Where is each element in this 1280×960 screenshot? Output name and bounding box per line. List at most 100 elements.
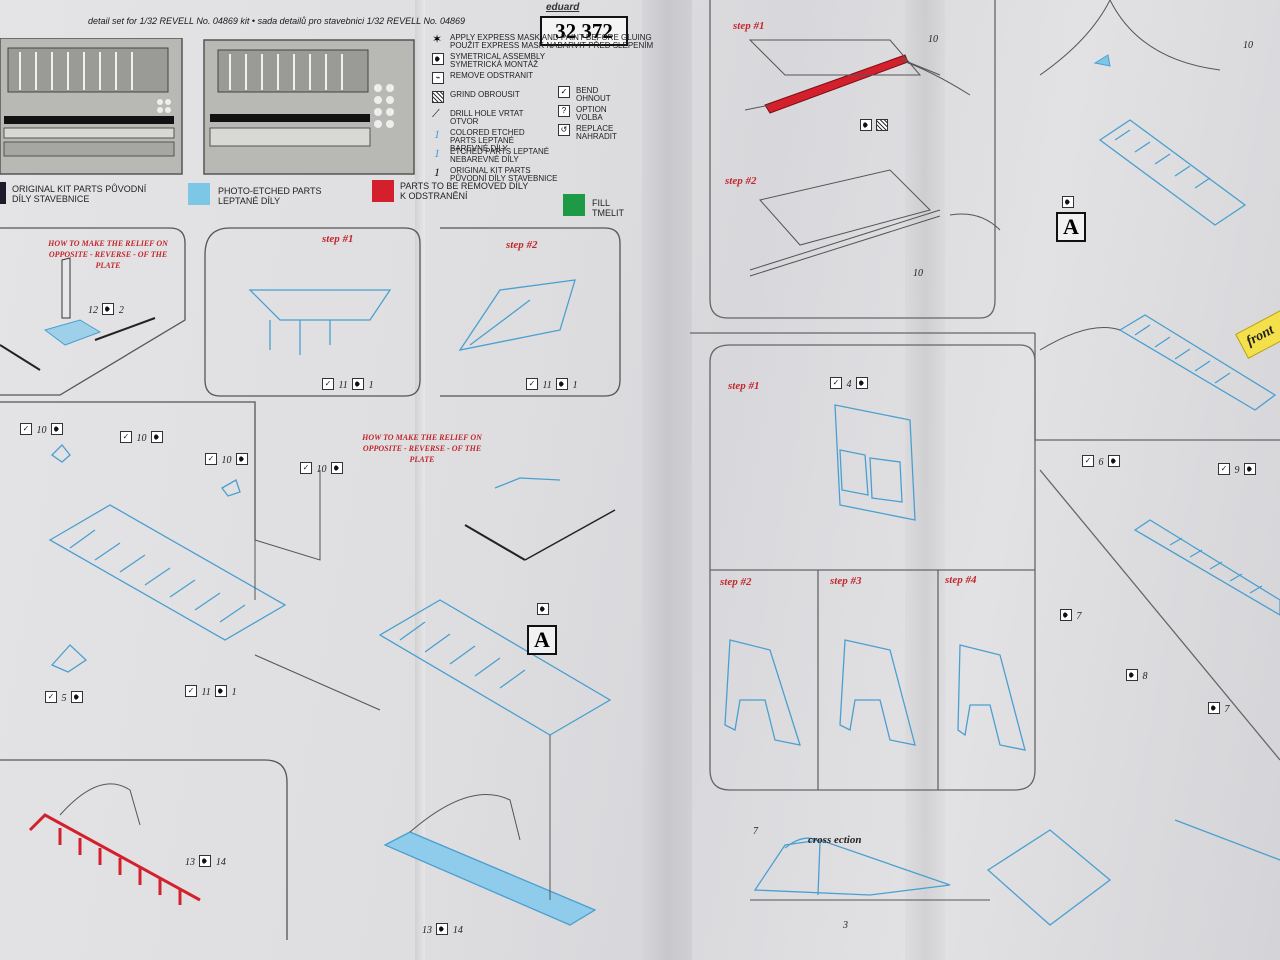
relief-note-right: HOW TO MAKE THE RELIEF ON OPPOSITE - REV… [362,433,482,464]
step4-label-mid: step #4 [945,574,977,586]
symmetry-icon [432,53,444,65]
callout-8: 8 [1126,666,1147,684]
callout-3: 3 [843,920,848,931]
step1-label-mid: step #1 [728,380,760,392]
step1-label-top: step #1 [733,20,765,32]
callout-10-top-c: 10 [913,268,923,279]
callout-9: ✓ 9 [1218,460,1256,478]
bend-icon: ✓ [205,452,217,465]
legend-row: ?OPTION VOLBA [558,105,638,124]
color-swatch-etched [188,183,210,205]
step2-label-mid: step #2 [720,576,752,588]
brand-logo: eduard [546,2,580,13]
callout-number: 14 [452,925,463,936]
callout-11-1-b: ✓ 11 1 [526,375,578,393]
marker-a-left: A [527,625,557,655]
symmetry-icon [330,461,343,474]
color-legend-etched: PHOTO-ETCHED PARTS LEPTANÉ DÍLY [218,186,322,206]
legend-text: REPLACE NAHRADIT [576,124,617,141]
legend-row: SYMETRICAL ASSEMBLY SYMETRICKÁ MONTÁŽ [432,51,557,70]
symmetry-icon [1107,454,1120,467]
callout-number: 8 [1142,671,1148,682]
set-number: 32 372 [555,19,613,43]
header-subtitle: detail set for 1/32 REVELL No. 04869 kit… [88,16,466,26]
symmetry-icon [1208,701,1220,714]
marker-a-right: A [1056,212,1086,242]
symmetry-icon [70,690,83,703]
callout-number: 13 [185,857,195,868]
set-number-box: 32 372 [540,16,628,46]
cross-section-label: cross ection [808,834,862,846]
callout-number: 7 [1076,611,1082,622]
symmetry-icon [537,603,549,615]
callout-number: 11 [338,380,348,391]
bend-icon: ✓ [120,430,132,443]
kit-part-icon: 1 [434,165,440,179]
callout-number: 2 [118,305,124,316]
legend-row: GRIND OBROUSIT [432,89,557,108]
paper-fold-shadow [415,0,425,960]
remove-icon: ⌁ [432,72,444,84]
callout-13-14-b: 13 14 [422,920,463,938]
bend-icon: ✓ [830,376,842,389]
callout-number: 9 [1234,465,1240,476]
color-legend-fill: FILL TMELIT [592,198,625,218]
symmetry-icon [235,452,248,465]
step2-label-top: step #2 [725,175,757,187]
callout-7-b: 7 [1208,699,1229,717]
legend-text: ORIGINAL KIT PARTS PŮVODNÍ DÍLY STAVEBNI… [450,166,558,183]
legend-text: BEND OHNOUT [576,86,611,103]
grind-icon [432,91,444,103]
callout-number: 10 [316,464,327,475]
callout-7-a: 7 [1060,606,1081,624]
legend-text: APPLY EXPRESS MASK AND PAINT BEFORE GLUI… [450,33,654,50]
grind-icon [876,118,889,131]
callout-number: 11 [542,380,552,391]
callout-7-c: 7 [753,826,758,837]
callout-number: 10 [136,433,147,444]
callout-10-a: ✓ 10 [20,420,63,438]
bend-icon: ✓ [558,86,570,98]
callout-number: 1 [231,687,237,698]
legend-row: 1 ORIGINAL KIT PARTS PŮVODNÍ DÍLY STAVEBN… [432,165,557,184]
symmetry-icon [556,377,569,390]
bend-icon: ✓ [526,377,538,390]
bend-icon: ✓ [45,690,57,703]
etched-part-icon: 1 [434,146,440,160]
symmetry-icon [199,854,212,867]
legend-row: ✓ BEND OHNOUT [558,86,638,105]
legend-row: 1 ETCHED PARTS LEPTANÉ NEBAREVNÉ DÍLY [432,146,557,165]
legend-row: ⌁ REMOVE ODSTRANIT [432,70,557,89]
paper-fold-shadow [642,0,692,960]
bend-icon: ✓ [1082,454,1094,467]
step3-label-mid: step #3 [830,575,862,587]
legend-text: REMOVE ODSTRANIT [450,71,534,80]
step2-label-left: step #2 [506,239,538,251]
callout-10-c: ✓ 10 [205,450,248,468]
assembly-diagram-left [0,227,621,940]
fret-image-part2 [203,39,415,175]
bend-icon: ✓ [300,461,312,474]
callout-number: 14 [215,857,226,868]
legend-text: DRILL HOLE VRTAT OTVOR [450,109,524,126]
symmetry-icon [150,430,163,443]
callout-number: 12 [88,305,98,316]
legend-text: SYMETRICAL ASSEMBLY SYMETRICKÁ MONTÁŽ [450,52,545,69]
callout-13-14-a: 13 14 [185,852,226,870]
bend-icon: ✓ [185,684,197,697]
callout-number: 1 [368,380,374,391]
star-icon: ✶ [432,32,443,46]
symmetry-icon [1060,608,1072,621]
callout-5: ✓ 5 [45,688,83,706]
callout-number: 1 [572,380,578,391]
legend-text: ETCHED PARTS LEPTANÉ NEBAREVNÉ DÍLY [450,147,550,164]
callout-number: 13 [422,925,432,936]
callout-11-1-a: ✓ 11 1 [322,375,374,393]
callout-number: 6 [1098,457,1104,468]
symmetry-icon [860,118,872,131]
legend-row: ⟋DRILL HOLE VRTAT OTVOR [432,108,557,127]
symmetry-icon [1126,668,1138,681]
legend-row: ↺REPLACE NAHRADIT [558,124,638,143]
callout-6: ✓ 6 [1082,452,1120,470]
